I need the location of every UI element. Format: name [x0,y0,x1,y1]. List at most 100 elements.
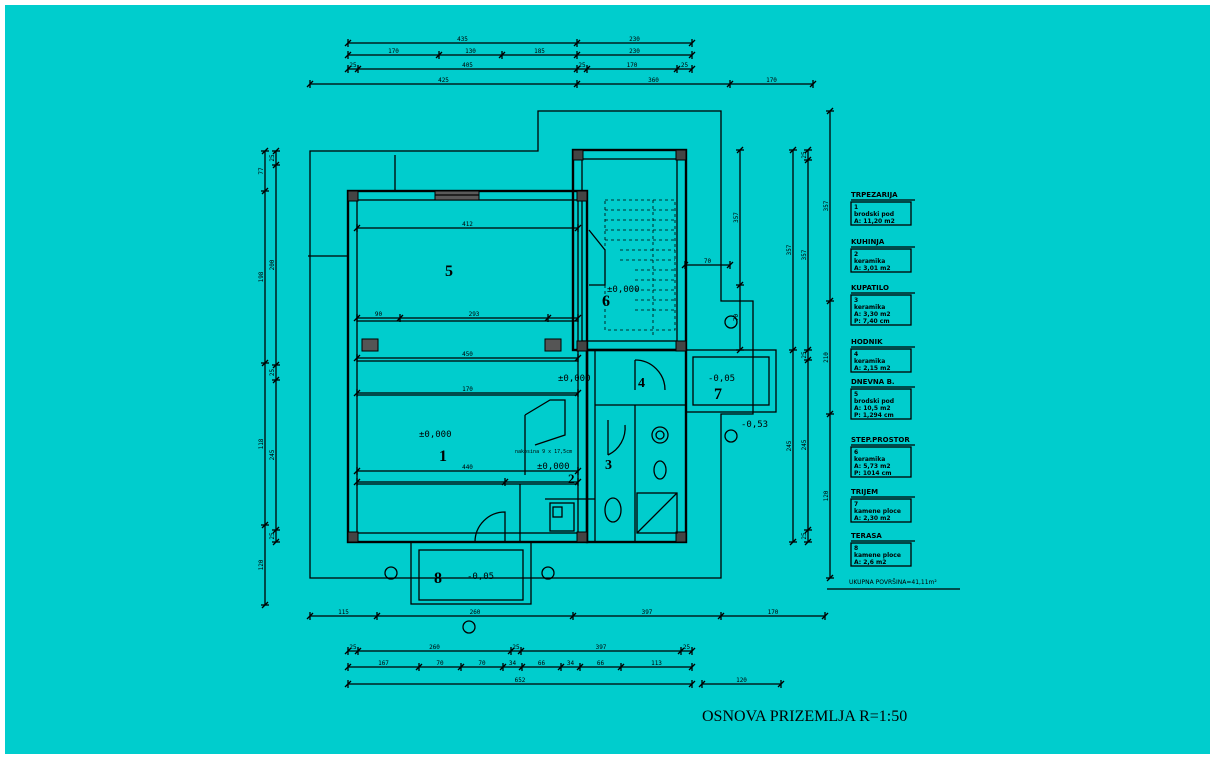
legend-detail: kamene ploce [854,508,901,515]
legend-detail: A: 3,01 m2 [854,265,891,272]
staircase [524,199,676,475]
dim-right-inner-label: 245 [801,439,808,450]
legend-detail: A: 2,15 m2 [854,365,891,372]
dim-inner-c-label: 70 [704,258,712,265]
dim-inner-a-label: 412 [462,221,473,228]
legend-box [850,498,912,523]
legend-detail: 6 [854,449,858,456]
legend-room-name: DNEVNA B. [851,378,895,386]
legend-box [850,446,912,478]
dim-right-outer-label: 357 [823,200,830,211]
legend-detail: kamene ploce [854,552,901,559]
dim-top3-label: 170 [627,62,638,69]
dim-right-outer-label: 210 [823,352,830,363]
dim-top3-label: 25 [578,62,586,69]
dim-bottom1-label: 25 [683,644,691,651]
legend-detail: A: 11,20 m2 [854,218,895,225]
legend-detail: 4 [854,351,858,358]
dim-left-outer-label: 77 [258,167,265,175]
dim-right-inner-label: 357 [801,249,808,260]
dim-top3-label: 405 [462,62,473,69]
room-7-number: 7 [714,386,722,403]
stair-note: nakosina 9 x 17,5cm [515,449,572,455]
dim-bottom1-label: 397 [596,644,607,651]
legend-room-name: KUPATILO [851,284,889,292]
dim-top1-label: 435 [457,36,468,43]
legend-detail: 5 [854,391,858,398]
dim-left-inner-label: 245 [269,449,276,460]
legend-box [850,388,912,420]
legend-box [850,294,912,326]
dim-bottom4-label: 120 [736,677,747,684]
doors [474,359,666,543]
legend-detail: keramika [854,456,885,463]
axis-markers [384,315,738,634]
dim-left-outer-label: 118 [258,438,265,449]
dim-right-inner-label: 25 [801,351,808,359]
room-2-number: 2 [568,471,575,486]
dim-top4-label: 425 [438,77,449,84]
legend-detail: brodski pod [854,211,894,218]
dim-right-inner-label: 25 [801,151,808,159]
dim-inner-f-label: 440 [462,464,473,471]
main-wall-outer [346,189,589,544]
dim-bottom2-label: 34 [567,660,575,667]
legend-detail: keramika [854,358,885,365]
drawing-title: OSNOVA PRIZEMLJA R=1:50 [702,708,907,725]
legend-box [850,542,912,567]
dim-bottom3-label: 652 [515,677,526,684]
legend-detail: 7 [854,501,858,508]
legend-detail: A: 5,73 m2 [854,463,891,470]
dim-right-inner3-label: 70 [733,314,740,322]
dim-inner-d-label: 450 [462,351,473,358]
dim-bottom2-label: 70 [478,660,486,667]
level-room-7: -0,05 [708,374,735,384]
dim-left-inner-label: 25 [269,532,276,540]
dim-inner-e-label: 170 [462,386,473,393]
porch-outline [685,349,777,413]
dim-bottom1-label: 25 [349,644,357,651]
windows [434,190,480,201]
terrain-outline [309,110,754,579]
bath-block-wall [585,348,688,544]
dim-right-inner3-label: 357 [733,212,740,223]
legend-detail: A: 2,30 m2 [854,515,891,522]
legend-box [850,348,912,373]
main-wall-inner [356,199,579,534]
dim-bottom-outer-label: 397 [642,609,653,616]
legend-room-name: TRIJEM [851,488,878,496]
room-3-number: 3 [605,458,612,473]
legend-detail: 1 [854,204,858,211]
total-area: UKUPNA POVRŠINA=41,11m² [849,579,937,586]
dim-right-inner2-label: 245 [786,440,793,451]
level-room-6: ±0,000 [607,285,640,295]
room-labels: 1 2 3 4 5 6 7 8 [434,263,722,587]
legend-detail: 3 [854,297,858,304]
dim-left-inner-label: 25 [269,154,276,162]
legend-room-name: KUHINJA [851,238,885,246]
dim-top2-label: 185 [534,48,545,55]
level-room-2: ±0,000 [537,462,570,472]
dim-top2-label: 130 [465,48,476,55]
level-room-8: -0,05 [467,572,494,582]
legend-detail: A: 3,30 m2 [854,311,891,318]
dim-bottom-outer-label: 170 [768,609,779,616]
terrace-outline [410,541,532,605]
dim-top3-label: 25 [349,62,357,69]
room-5-number: 5 [445,263,453,280]
legend-detail: 2 [854,251,858,258]
dim-bottom-outer-label: 260 [470,609,481,616]
level-outside: -0,53 [741,420,768,430]
dim-left-outer-label: 120 [258,559,265,570]
porch-inner [692,356,770,406]
columns [347,149,687,543]
room-4-number: 4 [638,376,645,391]
dim-bottom2-label: 66 [597,660,605,667]
